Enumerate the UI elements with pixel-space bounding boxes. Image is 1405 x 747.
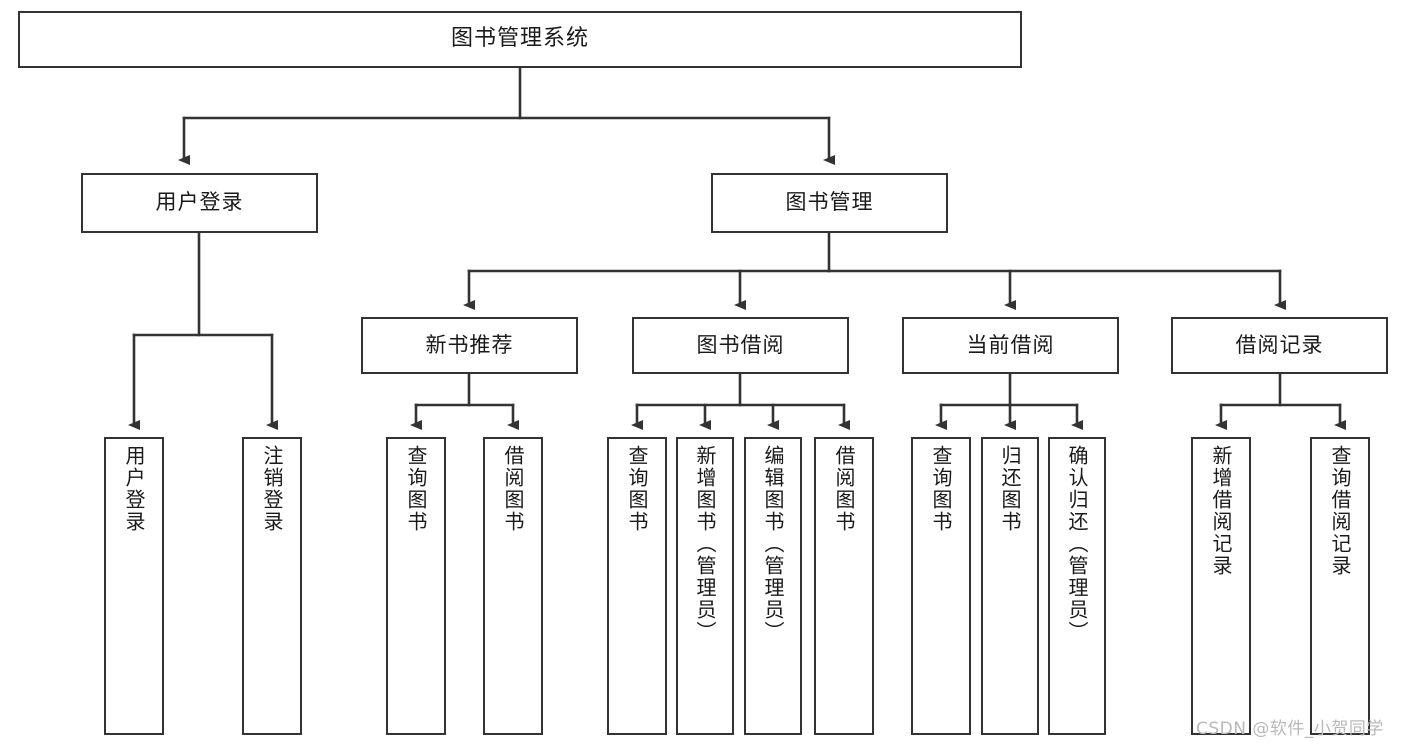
leaf-borrow-book-2[interactable]: 借阅图书 [814, 437, 874, 735]
leaf-confirm-return-label: 确认归还（管理员） [1065, 445, 1089, 643]
leaf-user-login-label: 用户登录 [122, 445, 146, 533]
node-book-borrow-label: 图书借阅 [696, 332, 785, 357]
leaf-edit-book[interactable]: 编辑图书（管理员） [744, 437, 802, 735]
node-root[interactable]: 图书管理系统 [18, 11, 1022, 68]
node-book-borrow[interactable]: 图书借阅 [632, 317, 849, 374]
leaf-query-book-2[interactable]: 查询图书 [607, 437, 667, 735]
node-root-label: 图书管理系统 [450, 26, 589, 52]
node-book-manage[interactable]: 图书管理 [711, 173, 948, 233]
node-current-borrow-label: 当前借阅 [966, 332, 1055, 357]
watermark: CSDN @软件_小贺同学 [1196, 719, 1384, 739]
leaf-borrow-book-1[interactable]: 借阅图书 [483, 437, 543, 735]
leaf-query-book-1-label: 查询图书 [404, 445, 428, 533]
node-borrow-record-label: 借阅记录 [1235, 332, 1324, 357]
leaf-return-book[interactable]: 归还图书 [981, 437, 1039, 735]
leaf-return-book-label: 归还图书 [998, 445, 1022, 533]
leaf-add-record-label: 新增借阅记录 [1209, 445, 1233, 577]
leaf-edit-book-label: 编辑图书（管理员） [761, 445, 785, 643]
leaf-query-book-2-label: 查询图书 [625, 445, 649, 533]
leaf-query-book-1[interactable]: 查询图书 [386, 437, 446, 735]
leaf-borrow-book-1-label: 借阅图书 [501, 445, 525, 533]
node-borrow-record[interactable]: 借阅记录 [1171, 317, 1388, 374]
node-user-login-label: 用户登录 [155, 190, 244, 215]
leaf-query-record-label: 查询借阅记录 [1328, 445, 1352, 577]
node-user-login[interactable]: 用户登录 [81, 173, 318, 233]
leaf-add-book-label: 新增图书（管理员） [693, 445, 717, 643]
leaf-query-book-3-label: 查询图书 [929, 445, 953, 533]
leaf-logout-login[interactable]: 注销登录 [242, 437, 302, 735]
node-book-manage-label: 图书管理 [785, 190, 874, 215]
node-current-borrow[interactable]: 当前借阅 [902, 317, 1119, 374]
leaf-borrow-book-2-label: 借阅图书 [832, 445, 856, 533]
leaf-query-book-3[interactable]: 查询图书 [911, 437, 971, 735]
node-new-book-recommend[interactable]: 新书推荐 [361, 317, 578, 374]
node-new-book-recommend-label: 新书推荐 [425, 332, 514, 357]
leaf-confirm-return[interactable]: 确认归还（管理员） [1048, 437, 1106, 735]
leaf-add-record[interactable]: 新增借阅记录 [1191, 437, 1251, 735]
leaf-query-record[interactable]: 查询借阅记录 [1310, 437, 1370, 735]
leaf-add-book[interactable]: 新增图书（管理员） [676, 437, 734, 735]
leaf-logout-login-label: 注销登录 [260, 445, 284, 533]
leaf-user-login[interactable]: 用户登录 [104, 437, 164, 735]
